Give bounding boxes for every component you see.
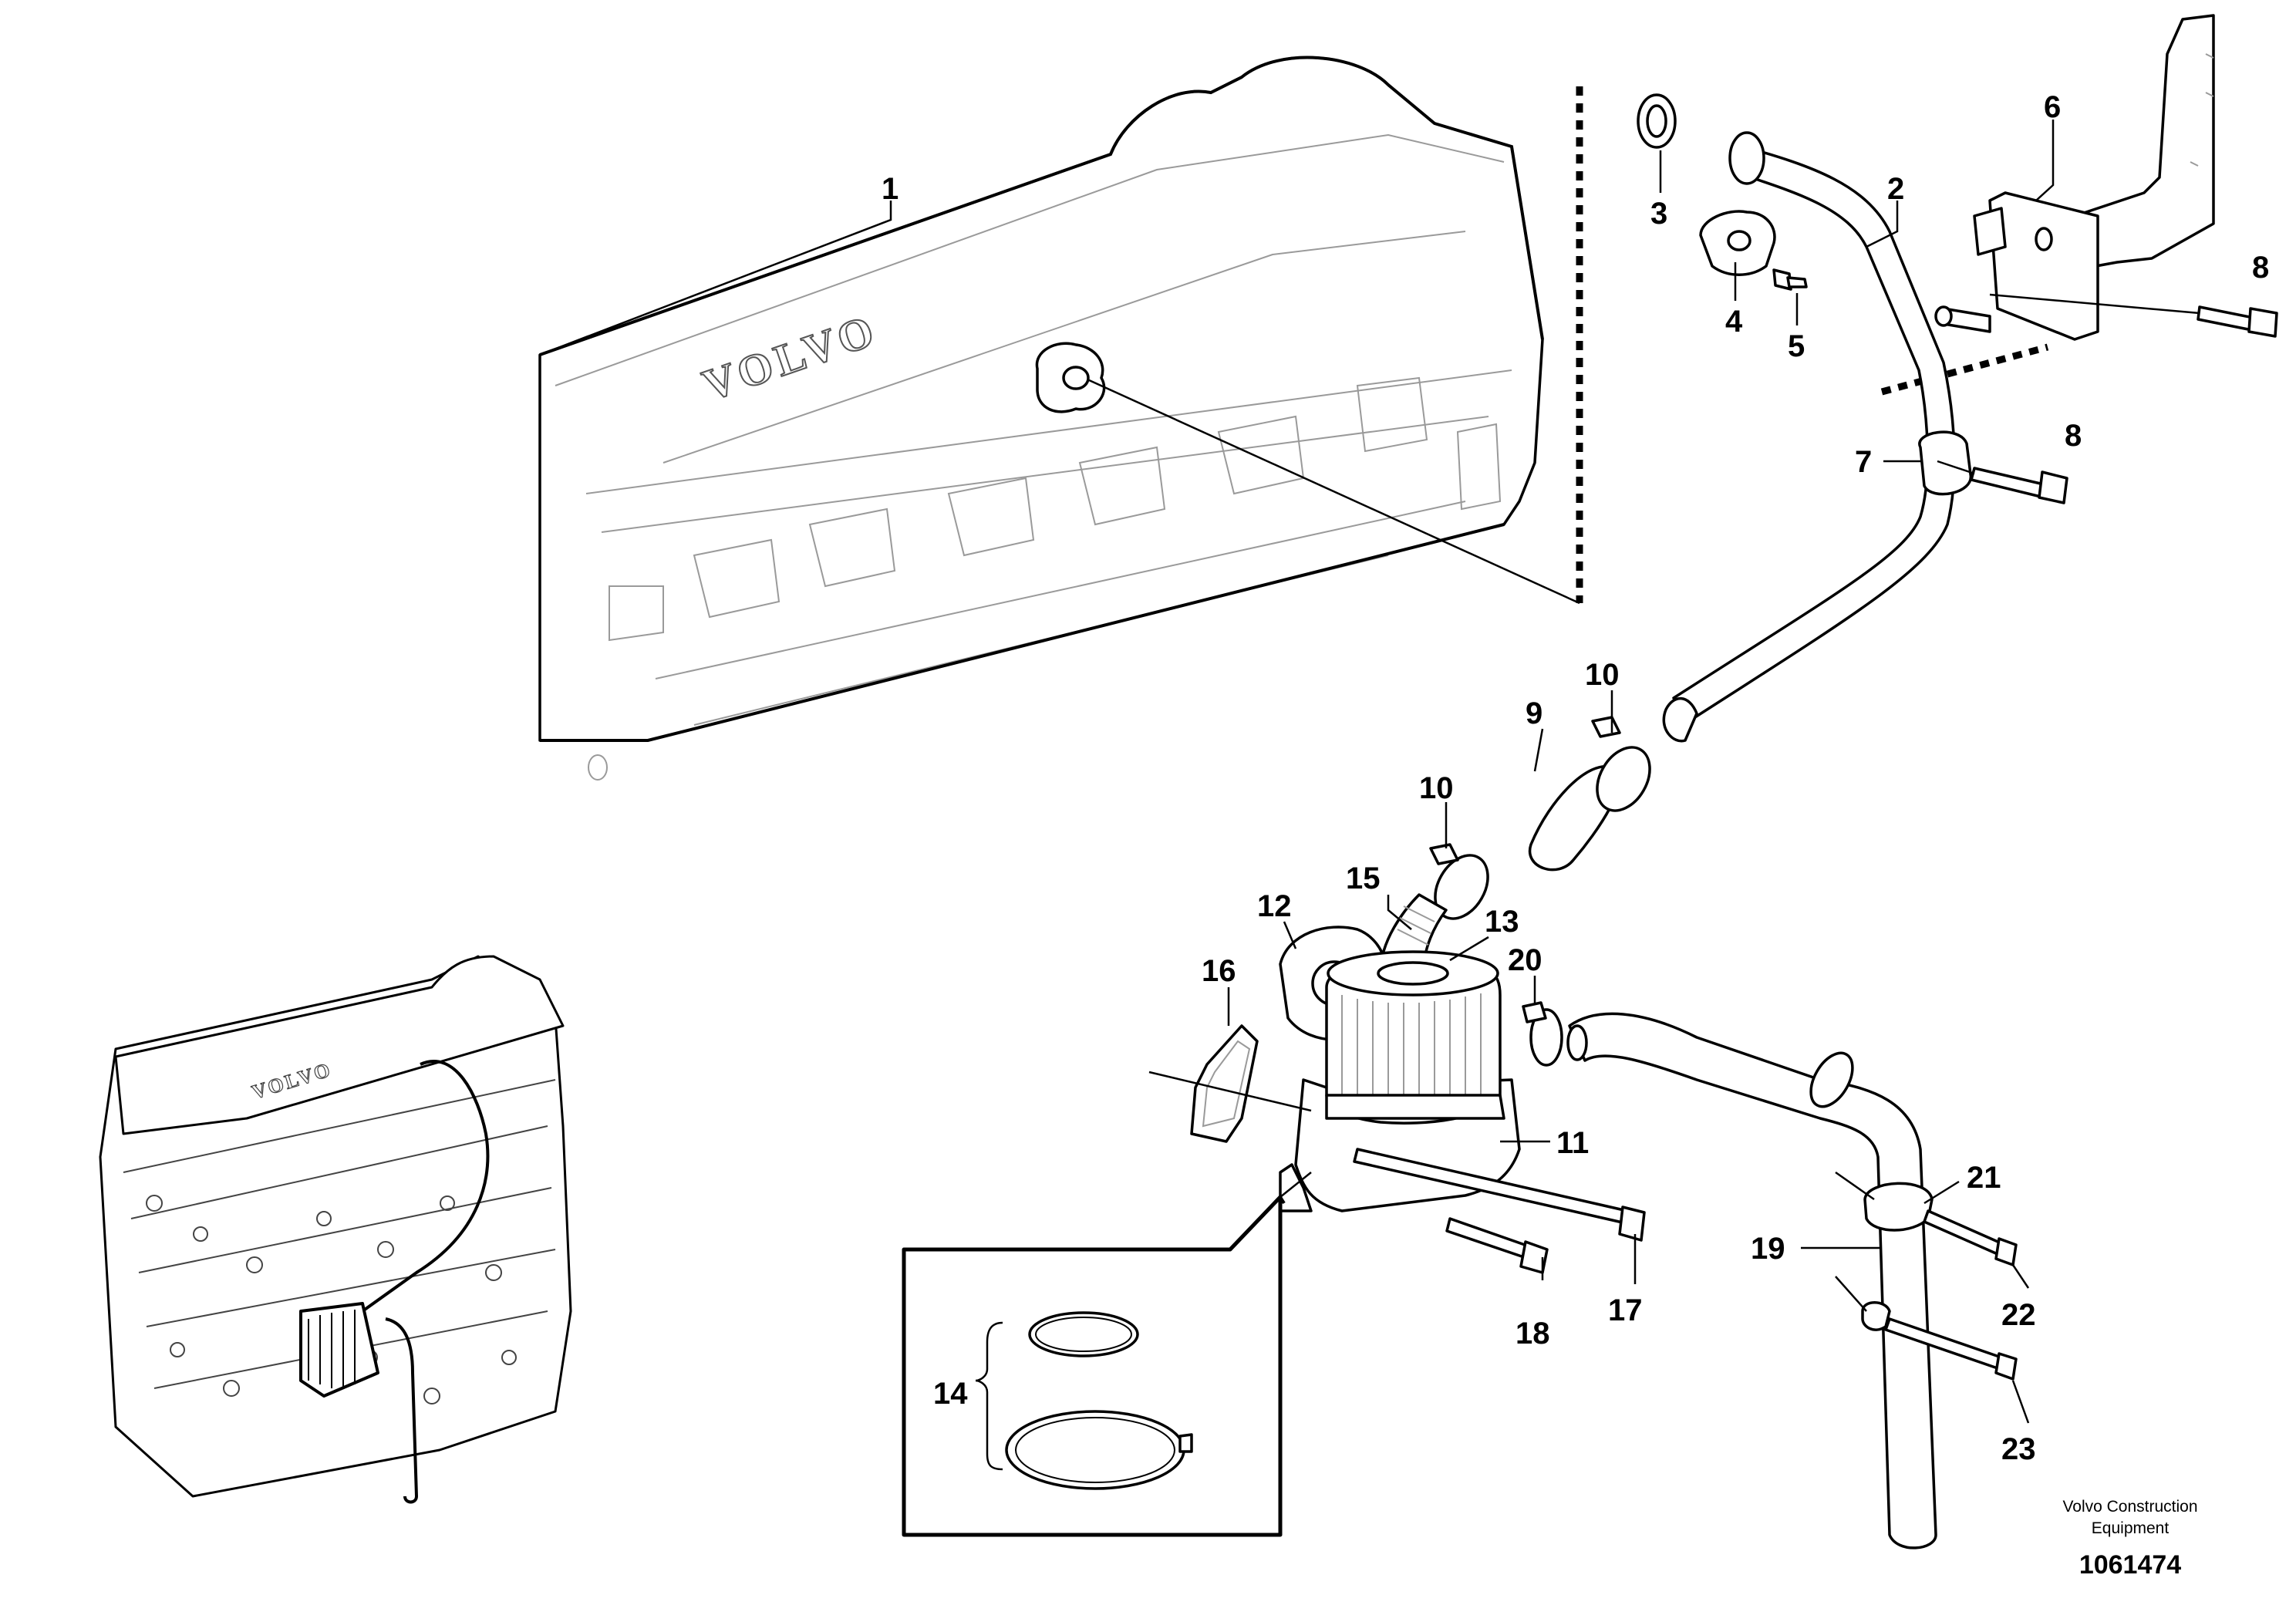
callout-11: 11 [1556, 1126, 1589, 1160]
callout-9: 9 [1526, 696, 1542, 730]
callout-12: 12 [1257, 889, 1292, 923]
brand-line-1: Volvo Construction [2062, 1498, 2197, 1516]
p-clamp-21 [1863, 1182, 1934, 1232]
hose-clamp-20 [1522, 1001, 1563, 1067]
callout-22: 22 [2001, 1298, 2036, 1332]
brand-line-2: Equipment [2092, 1519, 2170, 1537]
callout-labels: 1 2 3 4 5 6 7 8 8 9 10 10 11 12 13 14 15… [882, 90, 2269, 1466]
callout-7: 7 [1855, 445, 1872, 479]
footer: Volvo Construction Equipment 1061474 [2062, 1498, 2197, 1580]
callout-23: 23 [2001, 1432, 2036, 1466]
callout-2: 2 [1887, 172, 1904, 206]
hose-clamp-10-lower [1429, 843, 1489, 920]
callout-1: 1 [882, 172, 899, 206]
callout-3: 3 [1650, 197, 1667, 231]
callout-5: 5 [1788, 329, 1805, 363]
drain-hose [1566, 1012, 1937, 1549]
callout-8-lower: 8 [2065, 419, 2082, 453]
callout-4: 4 [1725, 305, 1743, 339]
bolt-17 [1353, 1148, 1646, 1242]
engine-overview-thumbnail: VOLVO [99, 955, 572, 1504]
bolt-8-lower [1970, 467, 2068, 504]
breather-pipe [1662, 145, 1956, 743]
seal-kit-inset [902, 1172, 1312, 1537]
bolt-23 [1884, 1317, 2018, 1381]
gasket [1190, 1024, 1259, 1143]
bolt-8-upper [2197, 305, 2278, 338]
callout-21: 21 [1967, 1161, 2001, 1195]
callout-13: 13 [1485, 905, 1519, 939]
seal-ring-large [1005, 1410, 1185, 1490]
callout-20: 20 [1508, 943, 1542, 977]
bracket [1934, 14, 2215, 341]
document-number: 1061474 [2079, 1550, 2181, 1580]
seal-ring-small [1028, 1311, 1139, 1357]
callout-14: 14 [933, 1377, 968, 1411]
callout-16: 16 [1202, 954, 1236, 988]
callout-15: 15 [1346, 862, 1381, 895]
callout-18: 18 [1515, 1317, 1550, 1351]
callout-8-upper: 8 [2252, 251, 2269, 285]
bolt-22 [1923, 1209, 2018, 1266]
bolt-5 [1772, 268, 1808, 291]
bolt-18 [1445, 1217, 1549, 1274]
callout-10-upper: 10 [1585, 658, 1620, 692]
valve-cover: VOLVO [538, 56, 1544, 781]
hose-clamp-10-upper [1591, 716, 1651, 812]
grommet [1728, 131, 1765, 185]
callout-19: 19 [1751, 1232, 1785, 1266]
callout-10-lower: 10 [1419, 771, 1454, 805]
callout-17: 17 [1608, 1293, 1643, 1327]
callout-6: 6 [2044, 90, 2061, 124]
